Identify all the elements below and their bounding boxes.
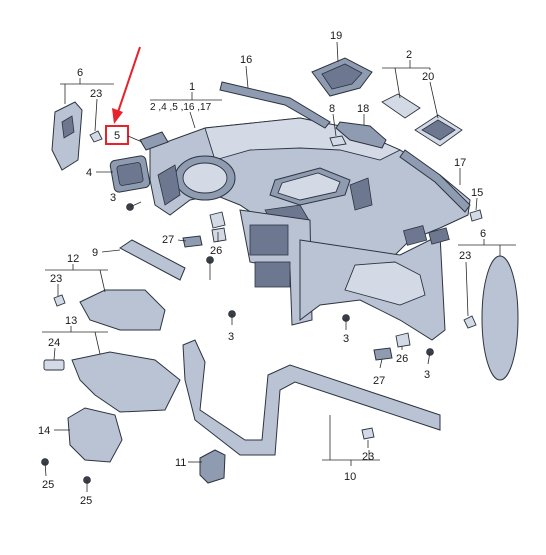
part-bracket-11 — [199, 449, 226, 484]
screw-3-d — [342, 314, 350, 330]
part-vent-grille-18 — [335, 121, 387, 149]
screw-25-b — [83, 476, 91, 492]
callout-12: 12 — [67, 253, 79, 265]
part-grille-20 — [414, 114, 463, 147]
callout-9: 9 — [92, 247, 98, 259]
callout-23-mid-left: 23 — [50, 273, 62, 285]
callout-3-a: 3 — [110, 192, 116, 204]
callout-23-left: 23 — [90, 88, 102, 100]
callout-27-right: 27 — [373, 375, 385, 387]
callout-19: 19 — [330, 30, 342, 42]
callout-13: 13 — [65, 315, 77, 327]
callout-2: 2 — [406, 49, 412, 61]
callout-labels: 1 2 ,4 ,5 ,16 ,17 16 19 2 20 8 18 17 15 … — [38, 30, 486, 507]
part-lower-frame — [182, 339, 441, 456]
callout-10: 10 — [344, 471, 356, 483]
callout-1-subparts: 2 ,4 ,5 ,16 ,17 — [150, 102, 212, 113]
part-fastener-26-right — [395, 332, 411, 348]
part-clip-23-bottom — [361, 427, 375, 440]
callout-25-a: 25 — [42, 479, 54, 491]
callout-23-bottom: 23 — [362, 451, 374, 463]
callout-27-left: 27 — [162, 234, 174, 246]
part-dashboard-main — [149, 117, 471, 341]
part-clip-23-mid-left — [53, 294, 66, 307]
leader-lines — [42, 41, 516, 466]
part-clip-23-left — [89, 130, 103, 143]
callout-16: 16 — [240, 54, 252, 66]
callout-15: 15 — [471, 187, 483, 199]
part-side-cover-left — [51, 101, 83, 171]
callout-8: 8 — [329, 103, 335, 115]
part-side-cover-right — [481, 255, 519, 381]
screw-3-c — [228, 310, 236, 325]
part-trim-9 — [119, 239, 186, 281]
callout-26-right: 26 — [396, 353, 408, 365]
callout-20: 20 — [422, 71, 434, 83]
callout-3-b: 3 — [228, 331, 234, 343]
callout-25-b: 25 — [80, 495, 92, 507]
callout-26-left: 26 — [210, 245, 222, 257]
part-clip-15 — [469, 209, 483, 222]
screw-25-a — [41, 458, 49, 477]
screw-3-a — [126, 201, 142, 211]
callout-5-highlight — [105, 46, 143, 145]
part-defroster-strip — [219, 81, 331, 129]
callout-6-right: 6 — [480, 228, 486, 240]
callout-14: 14 — [38, 425, 50, 437]
part-column-shroud-upper — [79, 289, 166, 331]
part-center-vent-top — [311, 57, 373, 97]
part-fastener-27-right — [373, 347, 393, 361]
part-fastener-27-left — [182, 235, 203, 248]
part-knee-bolster — [67, 407, 123, 463]
screw-3-b — [206, 256, 214, 280]
callout-3-c: 3 — [343, 333, 349, 345]
callout-3-d: 3 — [424, 369, 430, 381]
callout-23-right: 23 — [459, 250, 471, 262]
part-fastener-26-left — [209, 211, 227, 243]
part-clip-8 — [329, 135, 347, 147]
part-clip-24 — [43, 359, 65, 371]
callout-18: 18 — [357, 103, 369, 115]
part-side-vent-4 — [109, 155, 151, 193]
callout-6-left: 6 — [77, 67, 83, 79]
part-clip-23-right — [463, 315, 477, 329]
callout-4: 4 — [86, 167, 92, 179]
part-cover-2 — [381, 93, 421, 119]
callout-24: 24 — [48, 337, 60, 349]
part-vent-5 — [139, 131, 169, 151]
part-side-trim-strip — [399, 149, 471, 213]
callout-17: 17 — [454, 157, 466, 169]
callout-11: 11 — [175, 457, 186, 469]
callout-5: 5 — [114, 130, 120, 142]
screw-3-e — [426, 348, 434, 365]
part-column-shroud-lower — [71, 351, 181, 413]
callout-1: 1 — [189, 81, 195, 93]
